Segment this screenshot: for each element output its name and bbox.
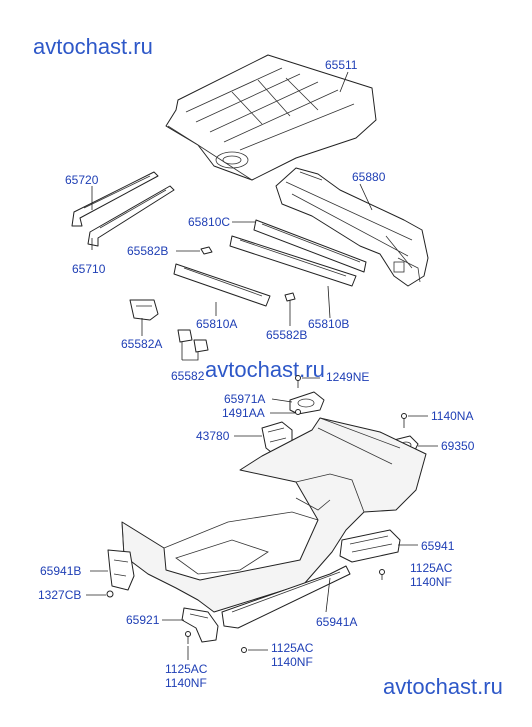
label-1140NA: 1140NA bbox=[431, 409, 473, 423]
part-1249NE-bolt[interactable] bbox=[295, 375, 301, 389]
label-1327CB: 1327CB bbox=[38, 588, 81, 602]
label-65810C: 65810C bbox=[188, 215, 230, 229]
watermark-bottom: avtochast.ru bbox=[383, 674, 503, 699]
part-1125AC-bolt-1[interactable] bbox=[379, 569, 385, 581]
part-65810C-cross-member[interactable] bbox=[253, 219, 367, 273]
part-65971A-plate[interactable] bbox=[289, 391, 325, 415]
label-1125AC-1: 1125AC bbox=[410, 561, 453, 575]
label-65582B-1: 65582B bbox=[127, 244, 168, 258]
label-65880: 65880 bbox=[352, 170, 386, 184]
part-front-floor-panel[interactable] bbox=[121, 417, 427, 613]
part-65941A-long-member[interactable] bbox=[221, 565, 351, 629]
label-65582A: 65582A bbox=[121, 337, 162, 351]
label-65941A: 65941A bbox=[316, 615, 357, 629]
part-65582B-bracket-1[interactable] bbox=[200, 246, 213, 255]
part-65511-floor-panel[interactable] bbox=[165, 54, 377, 181]
label-65810A: 65810A bbox=[196, 317, 237, 331]
part-65810A-cross-member[interactable] bbox=[173, 263, 271, 307]
part-65720-member[interactable] bbox=[71, 171, 159, 227]
label-1125AC-2: 1125AC bbox=[165, 662, 208, 676]
label-1249NE: 1249NE bbox=[326, 370, 369, 384]
label-65941B: 65941B bbox=[40, 564, 81, 578]
label-65720: 65720 bbox=[65, 173, 99, 187]
label-43780: 43780 bbox=[196, 429, 230, 443]
part-65582A-bracket[interactable] bbox=[129, 299, 159, 321]
part-65582B-bracket-2[interactable] bbox=[284, 292, 296, 302]
label-1491AA: 1491AA bbox=[222, 406, 265, 420]
part-65810B-cross-member[interactable] bbox=[229, 235, 357, 287]
part-1491AA-nut[interactable] bbox=[295, 409, 301, 415]
label-65511: 65511 bbox=[325, 58, 358, 72]
part-65941B-bracket[interactable] bbox=[107, 549, 135, 591]
label-65921: 65921 bbox=[126, 613, 160, 627]
label-65582B-2: 65582B bbox=[266, 328, 307, 342]
leader-lines bbox=[86, 71, 438, 660]
part-1327CB-plug[interactable] bbox=[106, 590, 114, 598]
part-65880-rear-frame[interactable] bbox=[275, 167, 429, 287]
label-1140NF-3: 1140NF bbox=[271, 655, 313, 669]
part-1140NA-screw[interactable] bbox=[401, 413, 407, 429]
watermark-top: avtochast.ru bbox=[33, 34, 153, 59]
label-1125AC-3: 1125AC bbox=[271, 641, 314, 655]
label-1140NF-2: 1140NF bbox=[165, 676, 207, 690]
part-1125AC-bolt-2[interactable] bbox=[241, 647, 247, 653]
part-65941-side-member[interactable] bbox=[339, 529, 401, 563]
label-65710: 65710 bbox=[72, 262, 106, 276]
part-65582-bracket[interactable] bbox=[177, 329, 209, 353]
part-65710-member[interactable] bbox=[87, 185, 175, 247]
label-65582: 65582 bbox=[171, 369, 205, 383]
label-1140NF-1: 1140NF bbox=[410, 575, 452, 589]
label-65941: 65941 bbox=[421, 539, 455, 553]
part-1125AC-bolt-3[interactable] bbox=[185, 631, 191, 645]
label-65810B: 65810B bbox=[308, 317, 349, 331]
label-65971A: 65971A bbox=[224, 392, 265, 406]
part-65921-bracket[interactable] bbox=[181, 607, 219, 643]
label-69350: 69350 bbox=[441, 439, 475, 453]
